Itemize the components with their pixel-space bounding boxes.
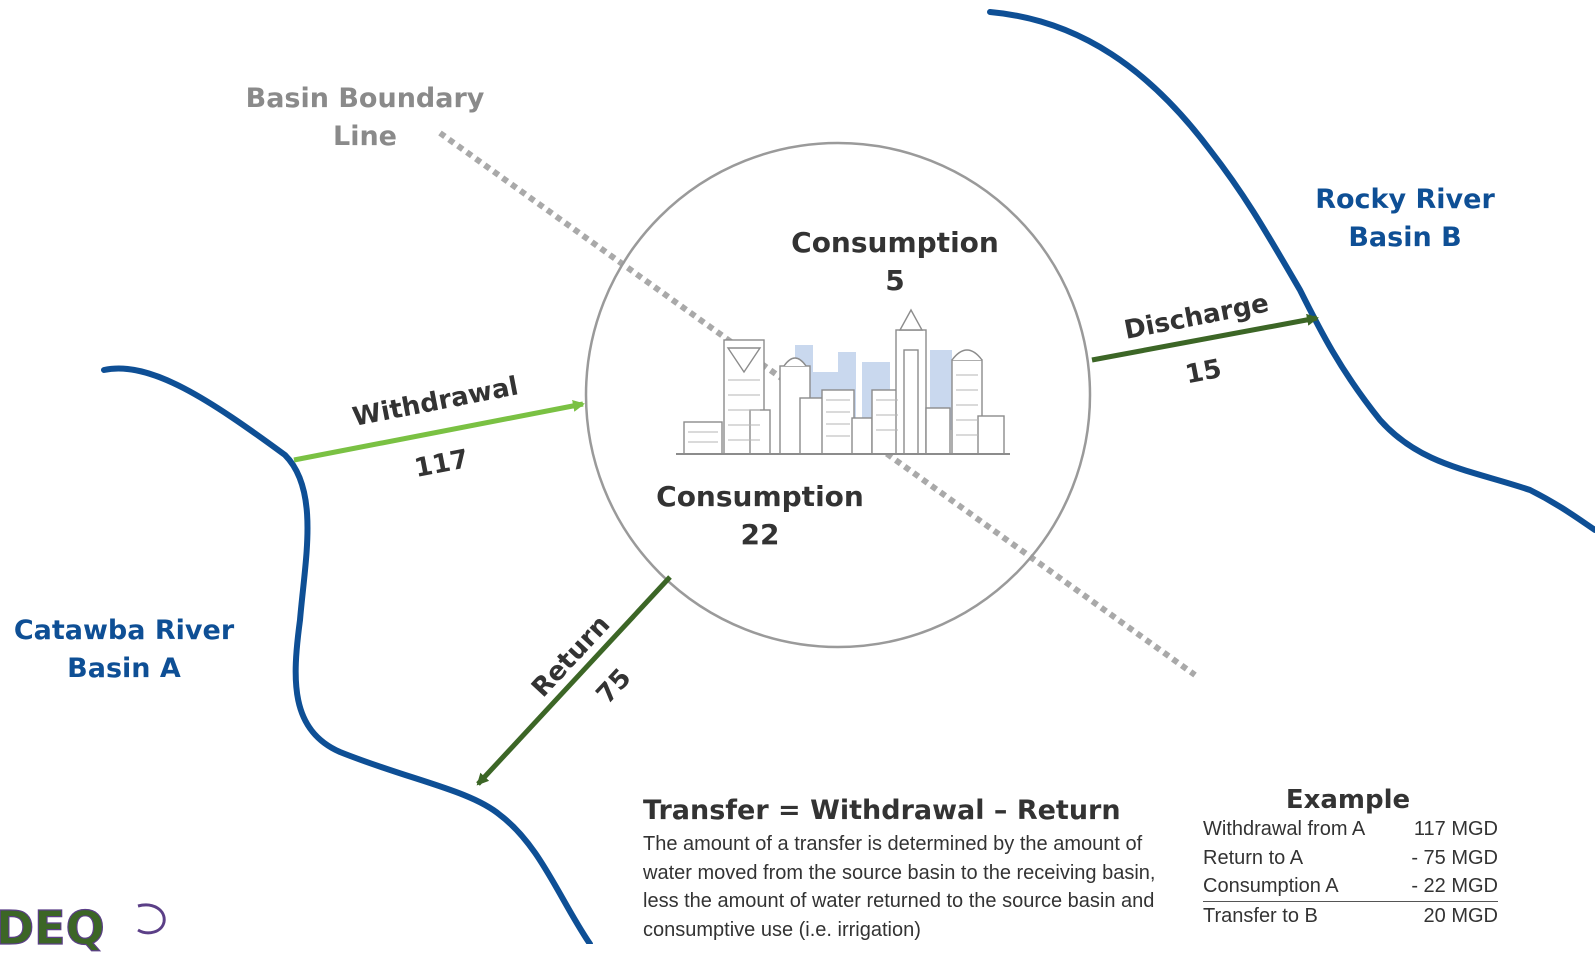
withdrawal-value: 117 (412, 444, 471, 484)
consumption-bottom-label: Consumption 22 (640, 478, 880, 554)
river-a-line (101, 365, 593, 944)
example-row-value: 117 MGD (1413, 818, 1498, 840)
city-circle (584, 141, 1092, 649)
return-value: 75 (591, 663, 638, 710)
consumption-top-label: Consumption 5 (775, 224, 1015, 300)
example-row: Transfer to B 20 MGD (1203, 902, 1498, 931)
formula-title: Transfer = Withdrawal – Return (643, 795, 1121, 826)
consumption-top-value: 5 (885, 264, 905, 297)
river-b-line (987, 9, 1595, 533)
example-row-label: Consumption A (1203, 875, 1339, 897)
example-row: Consumption A - 22 MGD (1203, 872, 1498, 902)
basin-a-line-2: Basin A (67, 653, 181, 684)
basin-boundary-label: Basin Boundary Line (225, 80, 505, 156)
basin-a-label: Catawba River Basin A (0, 612, 248, 688)
basin-a-line-1: Catawba River (13, 615, 235, 646)
formula-description: The amount of a transfer is determined b… (643, 833, 1156, 941)
withdrawal-arrow (293, 400, 585, 463)
withdrawal-label: Withdrawal (350, 371, 521, 433)
example-row-value: 20 MGD (1423, 904, 1498, 927)
basin-b-line-1: Rocky River (1315, 184, 1495, 215)
consumption-top-text: Consumption (791, 226, 999, 259)
basin-b-line-2: Basin B (1348, 222, 1462, 253)
discharge-arrow (1091, 313, 1319, 363)
deq-logo-text: DEQ (0, 901, 105, 955)
example-row-value: - 75 MGD (1411, 846, 1498, 869)
example-row: Withdrawal from A 117 MGD (1203, 815, 1498, 844)
example-table: Example Withdrawal from A 117 MGD Return… (1203, 785, 1508, 930)
consumption-bottom-value: 22 (740, 518, 780, 551)
discharge-value: 15 (1183, 354, 1224, 390)
deq-logo: DEQ (0, 900, 166, 956)
example-row-label: Withdrawal from A (1203, 818, 1366, 840)
city-skyline-icon (676, 308, 1010, 455)
discharge-label: Discharge (1122, 288, 1272, 345)
return-arrow (476, 575, 672, 786)
example-row-value: - 22 MGD (1411, 875, 1498, 897)
example-row-label: Return to A (1203, 846, 1304, 869)
basin-b-label: Rocky River Basin B (1290, 181, 1520, 257)
boundary-label-line-2: Line (333, 121, 397, 152)
boundary-label-line-1: Basin Boundary (245, 83, 485, 114)
example-row: Return to A - 75 MGD (1203, 844, 1498, 873)
consumption-bottom-text: Consumption (656, 480, 864, 513)
example-row-label: Transfer to B (1203, 904, 1318, 927)
example-title: Example (1285, 785, 1411, 815)
formula-block: Transfer = Withdrawal – Return The amoun… (643, 795, 1163, 944)
